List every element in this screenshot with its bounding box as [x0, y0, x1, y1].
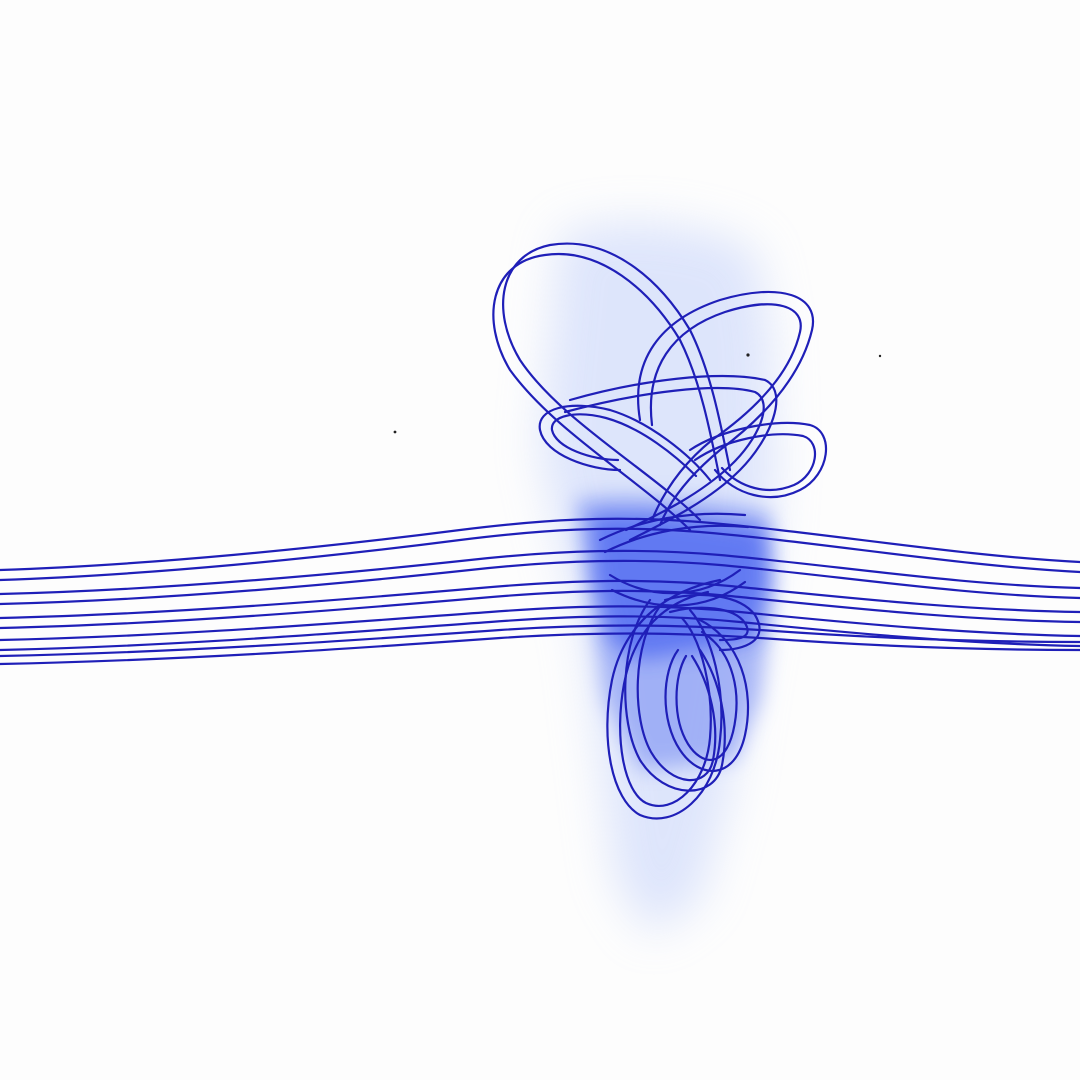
strand-3a	[0, 579, 1080, 620]
strand-1a	[0, 517, 1080, 572]
tangle-loop-bottom-right-outer	[663, 593, 761, 652]
tangle-loop-middle-inner	[563, 386, 765, 532]
tangle-cross-b	[603, 524, 750, 554]
tangle-loop-bottom-third-inner	[675, 630, 738, 761]
strand-5b	[0, 632, 1080, 666]
tangle-loop-bottom-second-inner	[636, 604, 717, 782]
tangle-loop-middle-outer	[568, 374, 778, 542]
tangle-loop-bottom-second-outer	[624, 598, 726, 792]
strand-2b	[0, 559, 1080, 606]
tangle-loop-right-inner	[693, 433, 817, 492]
tangle-loop-top-left-inner	[492, 252, 722, 532]
ink-speck-1	[393, 430, 397, 434]
tangle-loop-bottom-third-outer	[664, 618, 750, 772]
tangle-cross-a	[598, 512, 747, 542]
ink-speck-2	[878, 354, 882, 358]
parallel-strands	[0, 517, 1080, 666]
tangle-cross-d	[610, 580, 747, 607]
strand-1b	[0, 527, 1080, 582]
ink-speck-3	[746, 353, 750, 357]
strand-5a	[0, 624, 1080, 658]
tangle-loop-bottom-right-inner	[668, 606, 749, 642]
tangle-loop-top-right-outer	[637, 290, 815, 527]
strand-2a	[0, 549, 1080, 596]
strand-3b	[0, 589, 1080, 630]
tangle-loop-top-left-outer	[502, 242, 732, 522]
tangle-cross-c	[608, 568, 742, 595]
tangle-knot	[492, 242, 828, 820]
wash-dark-core	[590, 513, 770, 660]
tangle-loop-left-inner	[550, 413, 698, 478]
strand-4a	[0, 605, 1080, 642]
tangle-loop-left-outer	[538, 404, 712, 482]
tangle-loop-right-outer	[688, 421, 828, 499]
tangle-loop-top-right-inner	[649, 303, 802, 522]
